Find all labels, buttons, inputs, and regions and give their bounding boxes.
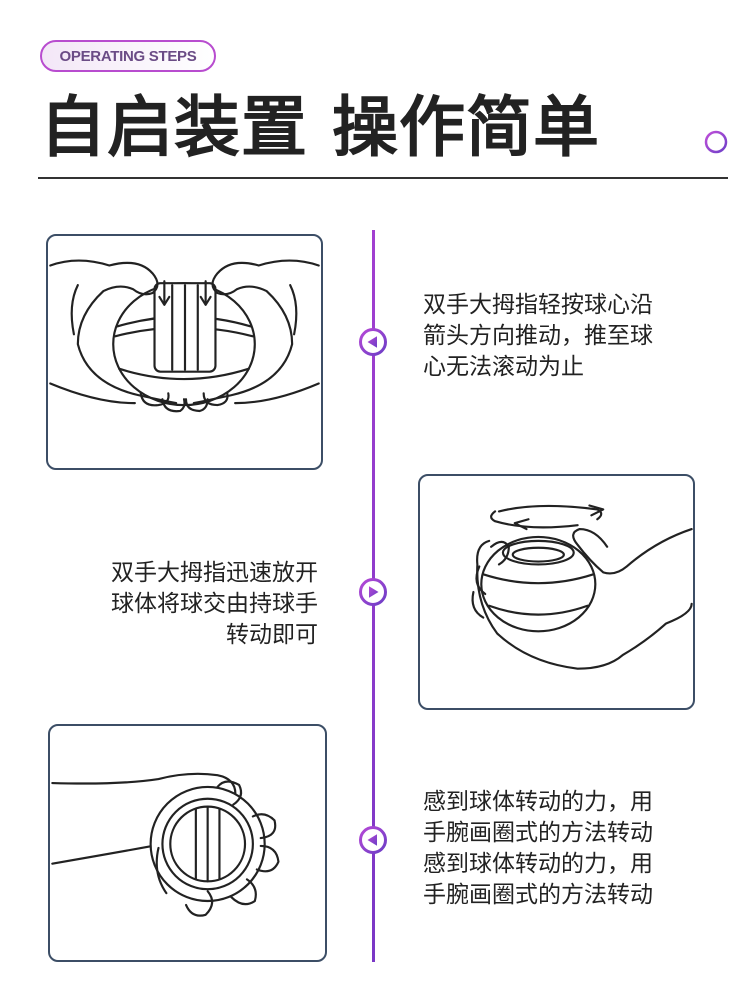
step-3-text: 感到球体转动的力，用 手腕画圈式的方法转动 感到球体转动的力，用 手腕画圈式的方… — [423, 789, 653, 908]
step-1-illustration — [46, 234, 323, 470]
operating-steps-badge: OPERATING STEPS — [40, 40, 216, 72]
timeline-node-left-arrow-icon — [359, 328, 387, 356]
thumbs-pressing-ball-illustration — [49, 259, 320, 413]
hand-holding-spinning-ball-illustration — [471, 504, 693, 670]
step-3-illustration — [48, 724, 327, 962]
header-divider — [38, 177, 728, 179]
page-title: 自启装置 操作简单 — [40, 89, 600, 166]
badge-label: OPERATING STEPS — [59, 47, 197, 65]
grip-ball-wrist-circle-illustration — [51, 772, 280, 917]
menu-icon — [704, 130, 728, 154]
timeline-node-right-arrow-icon — [359, 578, 387, 606]
step-2-text: 双手大拇指迅速放开 球体将球交由持球手 转动即可 — [111, 560, 318, 648]
timeline-node-left-arrow-icon — [359, 826, 387, 854]
step-1-text: 双手大拇指轻按球心沿 箭头方向推动，推至球 心无法滚动为止 — [423, 292, 653, 380]
step-2-illustration — [418, 474, 695, 710]
